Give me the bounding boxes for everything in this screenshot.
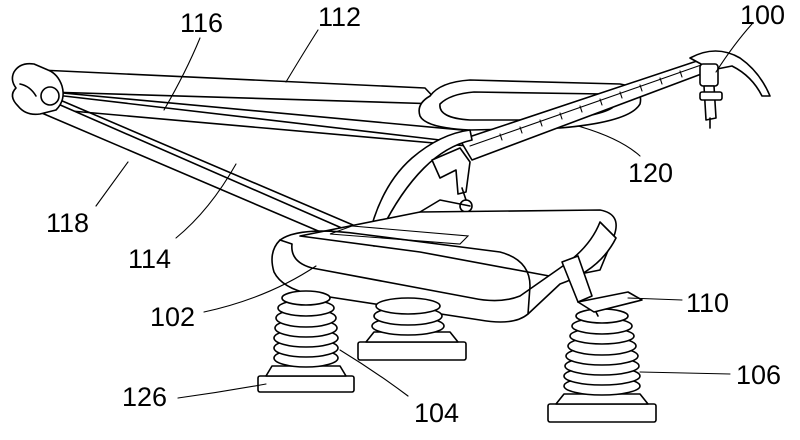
label-110: 110	[686, 288, 729, 318]
spring-104	[258, 291, 354, 392]
label-118: 118	[46, 208, 89, 238]
spring-106-coils	[564, 309, 640, 395]
leader-112	[286, 30, 318, 82]
spring-104-coils	[274, 291, 338, 367]
hinge-pin	[41, 87, 59, 105]
label-116: 116	[180, 8, 223, 38]
label-114: 114	[128, 244, 171, 274]
label-102: 102	[150, 302, 195, 332]
gripper-clamp	[700, 64, 718, 86]
leader-118	[96, 162, 128, 206]
gripper-rod	[704, 86, 716, 120]
spring-middle-coils	[372, 298, 444, 335]
label-126: 126	[122, 382, 167, 412]
spring-104-base	[258, 376, 354, 392]
spring-106	[548, 292, 656, 422]
leader-106	[640, 372, 730, 374]
label-112: 112	[318, 2, 361, 32]
leader-116	[164, 38, 200, 110]
label-100: 100	[740, 0, 785, 30]
spring-106-base	[548, 404, 656, 422]
label-106: 106	[736, 360, 781, 390]
label-120: 120	[628, 158, 673, 188]
label-104: 104	[414, 398, 459, 428]
gripper-collar	[700, 92, 722, 100]
spring-middle-base	[358, 342, 466, 360]
leader-126	[178, 384, 266, 398]
leader-120	[578, 126, 640, 156]
